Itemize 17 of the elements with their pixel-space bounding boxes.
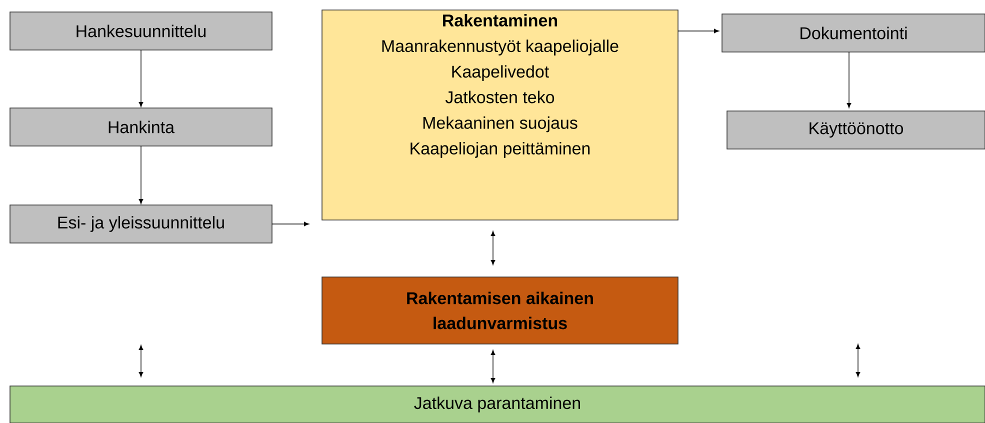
process-box: Esi- ja yleissuunnittelu: [10, 204, 272, 244]
arrow: [490, 230, 496, 266]
arrow: [846, 52, 852, 108]
arrow: [856, 344, 860, 378]
process-box: Käyttöönotto: [726, 110, 985, 150]
arrow: [138, 344, 144, 378]
arrow: [138, 146, 144, 204]
quality-box: Rakentamisen aikainen laadunvarmistus: [322, 276, 678, 344]
process-box: Hankinta: [10, 108, 272, 146]
process-box: Hankesuunnittelu: [10, 12, 272, 50]
arrow: [490, 350, 496, 384]
process-box: Dokumentointi: [722, 14, 985, 52]
arrow: [138, 50, 144, 108]
task-list-box: Rakentaminen Maanrakennustyöt kaapeliojalle Kaapelivedot Jatkosten teko Mekaaninen suojaus Kaapeliojan peittäminen: [322, 10, 678, 220]
improvement-band: Jatkuva parantaminen: [10, 386, 985, 423]
arrow: [272, 222, 310, 226]
arrow: [678, 28, 720, 34]
